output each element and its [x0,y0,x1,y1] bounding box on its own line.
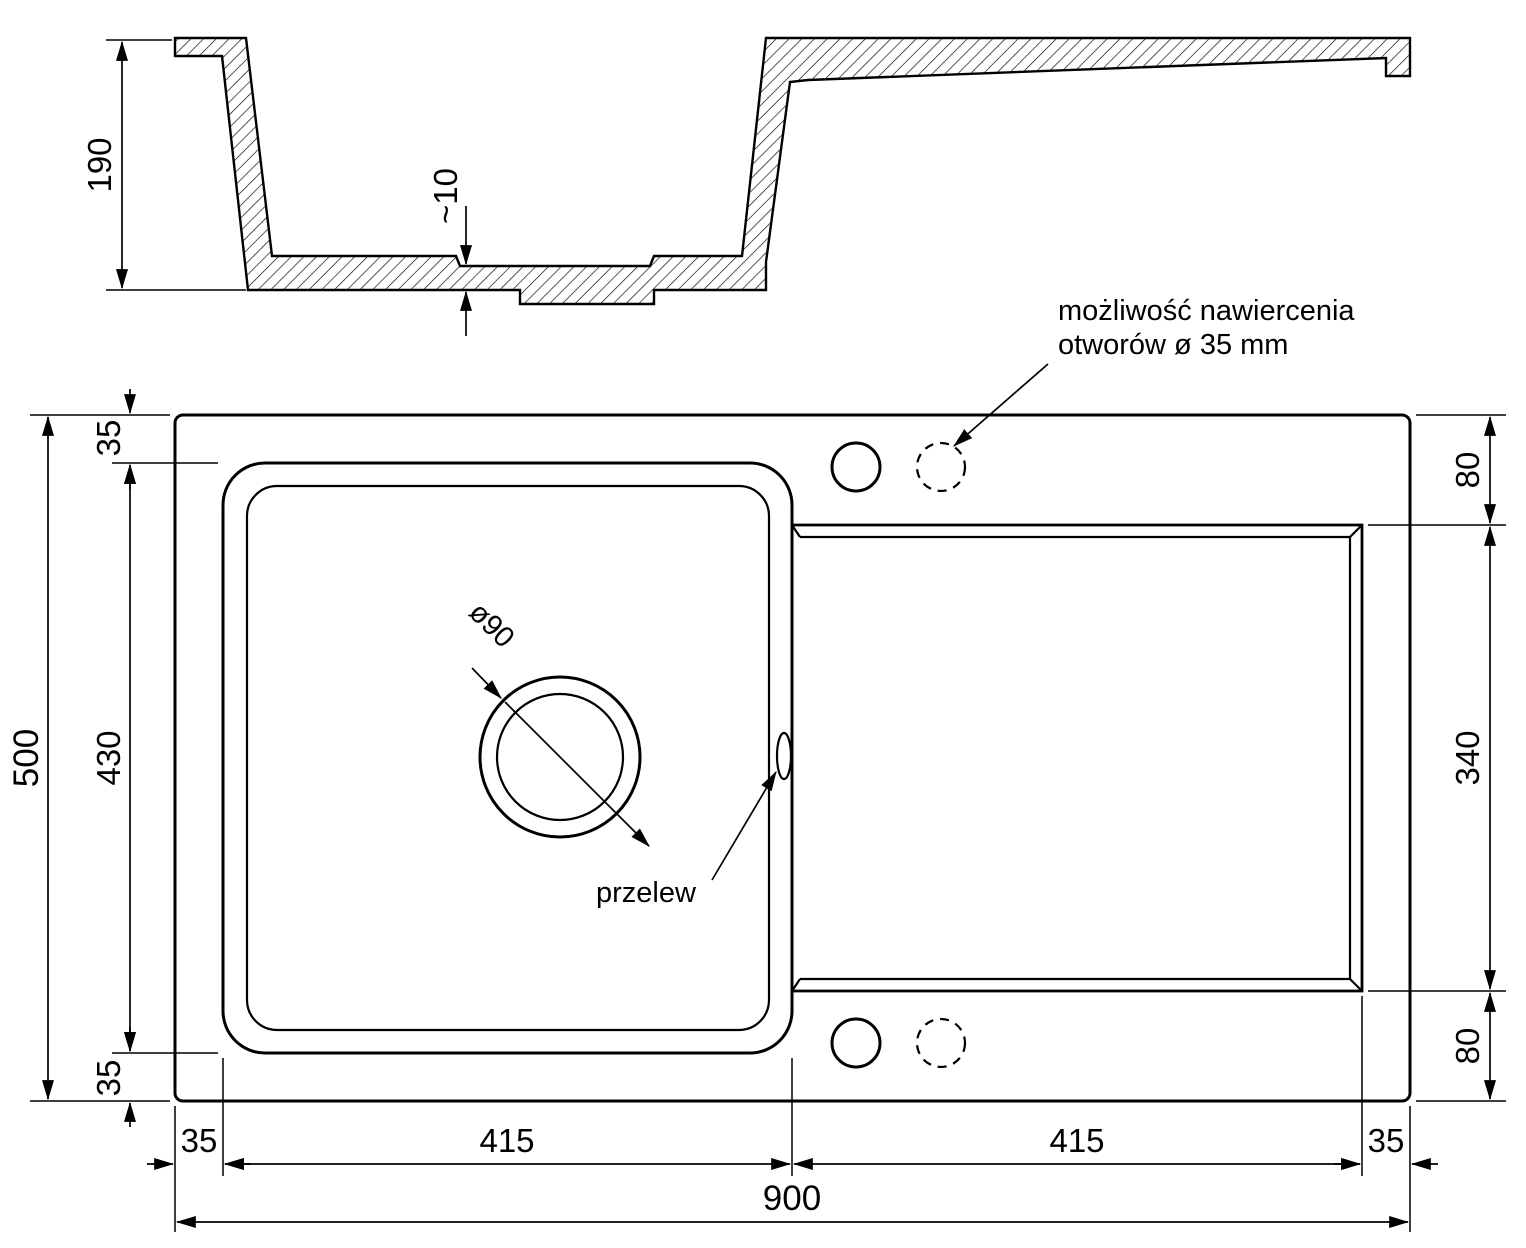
dimension-annotations: 500 35 430 35 80 340 80 [7,389,1506,1232]
section-base-thickness-dimension: ~10 [427,168,472,336]
drainer-corner-line [1349,978,1363,992]
drainer-inner-edge [800,535,1352,981]
drainer-outer-edge [792,523,1364,993]
drill-note-line2: otworów ø 35 mm [1058,329,1288,361]
drain-outer-circle [478,675,642,839]
drainer-corner-line [791,524,801,538]
drainer-corner-line [1349,524,1363,538]
dim-35-top-label: 35 [90,420,127,457]
dim-415-drainer-label: 415 [1049,1122,1104,1159]
leader-arrow [471,667,502,699]
diameter-line [504,701,650,847]
dim-340-label: 340 [1449,730,1486,785]
drill-note-callout: możliwość nawiercenia otworów ø 35 mm [953,295,1355,447]
dim-415-basin-label: 415 [479,1122,534,1159]
dim-80-bottom-label: 80 [1449,1028,1486,1065]
plan-view: ø90 przelew możliwość nawiercenia otworó… [173,295,1412,1103]
dim-right-chain: 80 340 80 [1368,414,1506,1102]
leader-arrow [953,363,1049,447]
section-base-thickness-label: ~10 [427,168,464,224]
drain-diameter-label: ø90 [462,596,520,654]
section-depth-label: 190 [81,137,118,192]
tap-hole-dashed-top [915,441,967,493]
dim-500-label: 500 [7,729,46,787]
tap-hole-dashed-bottom [915,1017,967,1069]
overflow-callout: przelew [596,770,777,909]
dim-35-right-label: 35 [1368,1122,1405,1159]
basin-outer-edge [221,461,794,1055]
dim-80-top-label: 80 [1449,452,1486,489]
tap-hole-solid-bottom [830,1017,882,1069]
dim-900-label: 900 [763,1179,821,1218]
drill-note-line1: możliwość nawiercenia [1058,295,1355,327]
drainer-corner-line [791,978,801,992]
section-profile-hatched [173,36,1412,306]
dim-overall-height: 500 [7,414,170,1102]
section-depth-dimension: 190 [81,39,246,291]
dim-35-bottom-label: 35 [90,1060,127,1097]
dim-430-label: 430 [90,730,127,785]
basin-inner-edge [245,484,771,1032]
overflow-label: przelew [596,877,697,909]
dim-35-left-label: 35 [181,1122,218,1159]
dim-bottom-chain: 35 415 415 35 [147,996,1438,1232]
dim-overall-width: 900 [175,1179,1410,1228]
section-view: 190 ~10 [81,36,1412,336]
dim-left-chain: 35 430 35 [90,389,218,1127]
overflow-slot [775,731,793,781]
tap-hole-solid-top [830,441,882,493]
drain-inner-circle [495,692,625,822]
leader-arrow [711,770,777,881]
